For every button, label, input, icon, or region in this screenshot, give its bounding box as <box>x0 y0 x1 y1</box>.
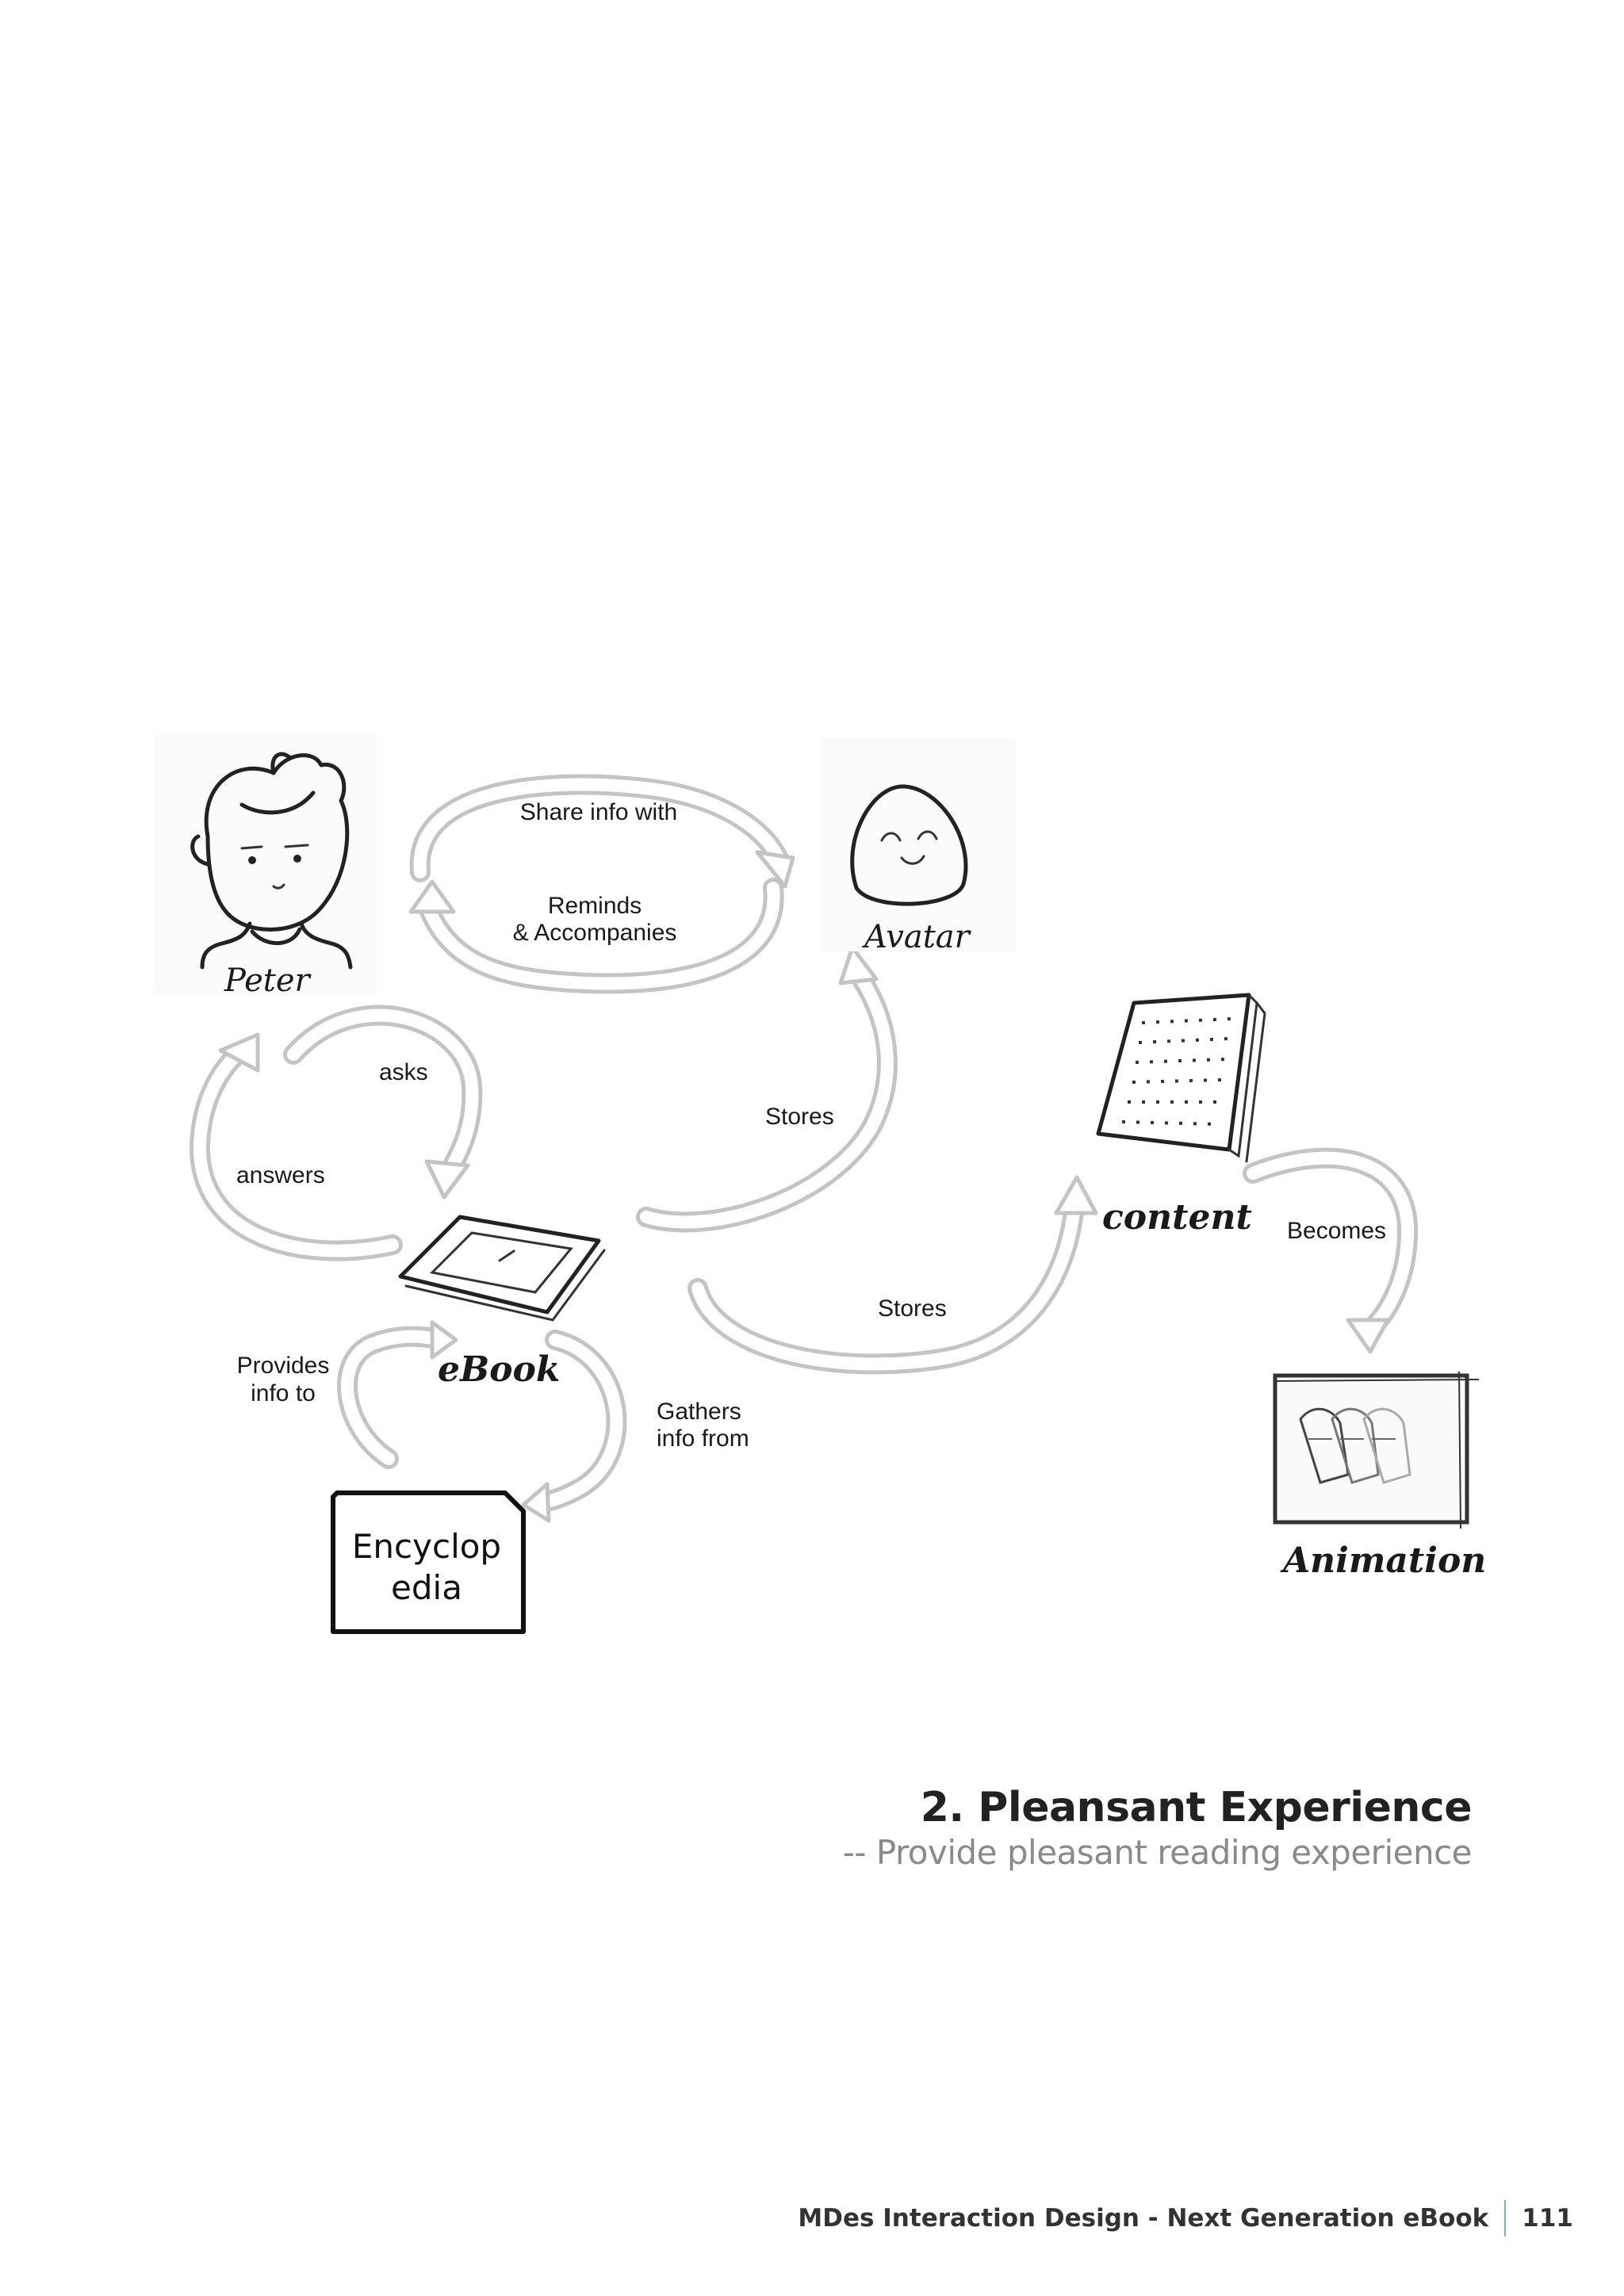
label-share-info: Share info with <box>520 799 677 825</box>
label-answers: answers <box>236 1162 325 1188</box>
footer-divider <box>1504 2200 1507 2237</box>
peter-label: Peter <box>224 962 312 999</box>
avatar-blob-icon <box>850 784 968 906</box>
ebook-tablet-icon <box>398 1215 606 1322</box>
peter-node: Peter <box>155 733 377 999</box>
content-label: content <box>1102 1197 1252 1238</box>
label-stores-avatar: Stores <box>765 1104 834 1130</box>
label-reminds-line1: Reminds <box>548 893 642 919</box>
edge-labels: Share info with Reminds & Accompanies as… <box>236 799 1386 1452</box>
label-provides-line2: info to <box>251 1380 316 1406</box>
publication-title: MDes Interaction Design - Next Generatio… <box>798 2204 1489 2233</box>
arrow-asks <box>283 1004 483 1200</box>
label-gathers-line2: info from <box>657 1425 749 1452</box>
arrow-share-info <box>409 774 795 889</box>
animation-frame-icon <box>1273 1371 1480 1529</box>
section-subtitle: -- Provide pleasant reading experience <box>842 1833 1473 1872</box>
label-asks: asks <box>379 1059 428 1085</box>
document-stack-icon <box>1096 993 1266 1163</box>
arrow-answers <box>189 1032 403 1261</box>
arrow-provides <box>337 1320 458 1469</box>
ebook-node: eBook <box>398 1215 606 1390</box>
encyclopedia-label-line2: edia <box>391 1568 462 1607</box>
arrow-gathers <box>521 1330 627 1523</box>
label-reminds-line2: & Accompanies <box>513 920 677 946</box>
arrow-stores-content <box>688 1175 1098 1375</box>
label-gathers-line1: Gathers <box>657 1399 741 1425</box>
peter-face-icon <box>190 752 353 970</box>
ebook-label: eBook <box>438 1349 560 1390</box>
page-number: 111 <box>1522 2204 1573 2233</box>
label-becomes: Becomes <box>1287 1218 1386 1244</box>
encyclopedia-label-line1: Encyclop <box>352 1527 501 1566</box>
avatar-label: Avatar <box>861 919 972 955</box>
label-stores-content: Stores <box>878 1295 947 1322</box>
animation-label: Animation <box>1280 1540 1486 1581</box>
content-node: content <box>1096 993 1266 1238</box>
label-provides-line1: Provides <box>237 1353 330 1379</box>
arrow-stores-avatar <box>636 945 898 1233</box>
edge-arrows <box>189 774 1419 1523</box>
avatar-node: Avatar <box>821 737 1015 955</box>
page-footer: MDes Interaction Design - Next Generatio… <box>798 2200 1573 2237</box>
encyclopedia-node: Encyclop edia <box>331 1490 526 1634</box>
animation-node: Animation <box>1273 1371 1486 1581</box>
arrow-becomes <box>1243 1147 1419 1354</box>
arrow-reminds <box>408 878 784 994</box>
section-title: 2. Pleansant Experience <box>920 1784 1473 1831</box>
